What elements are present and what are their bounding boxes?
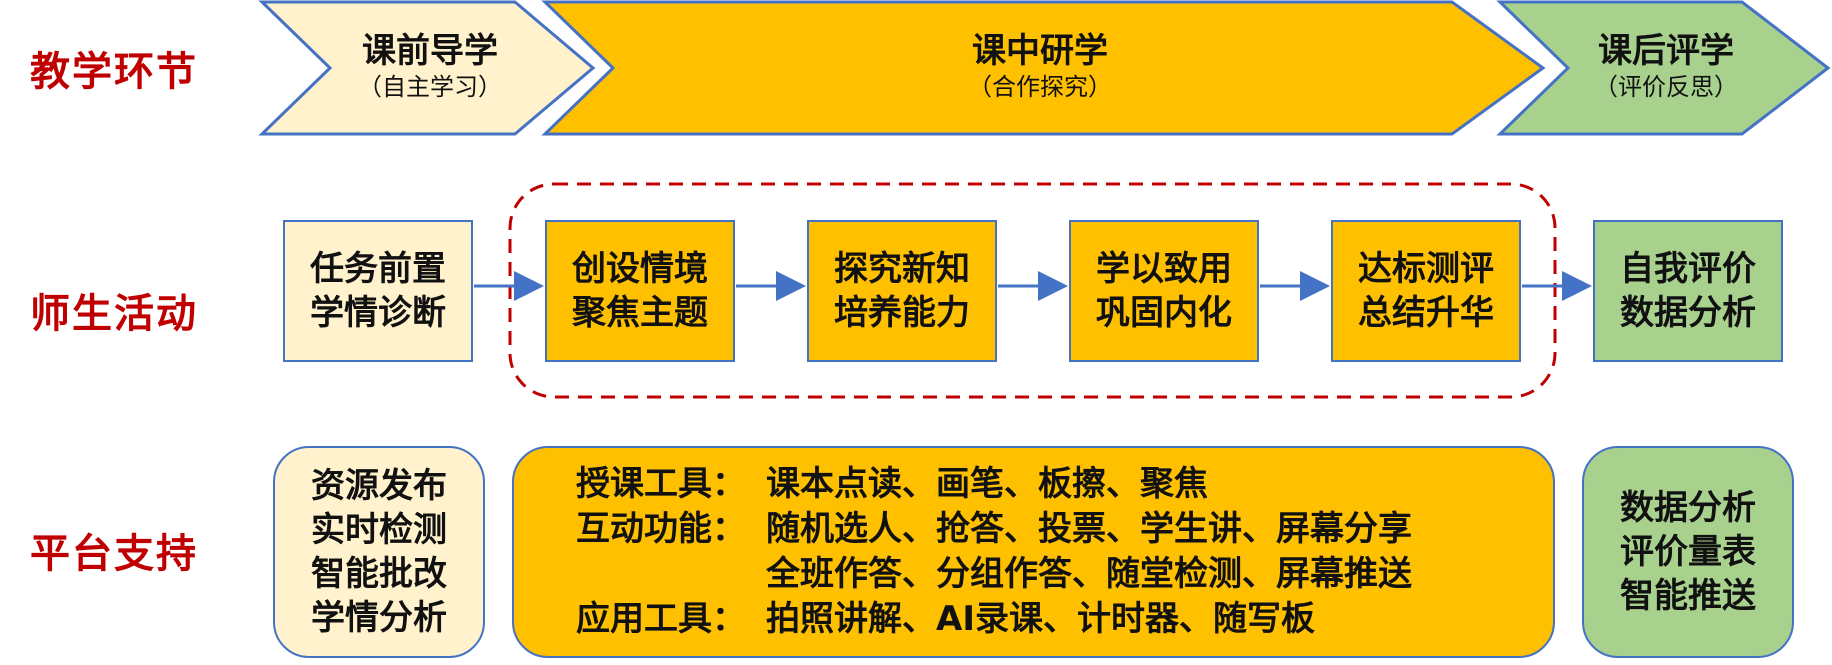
platform-box-post: 数据分析 评价量表 智能推送	[1582, 446, 1794, 658]
platform-box-in-class: 授课工具： 课本点读、画笔、板擦、聚焦 互动功能： 随机选人、抢答、投票、学生讲…	[512, 446, 1555, 658]
row-label-teaching-stages: 教学环节	[30, 49, 198, 95]
row-label-platform: 平台支持	[30, 531, 198, 577]
tool-items: 随机选人、抢答、投票、学生讲、屏幕分享	[766, 509, 1412, 549]
tool-items: 全班作答、分组作答、随堂检测、屏幕推送	[766, 554, 1412, 594]
row-label-activities: 师生活动	[30, 291, 198, 337]
phase-chevron-pre	[258, 0, 596, 136]
activity-box-post: 自我评价 数据分析	[1593, 220, 1783, 362]
phase-chevron-in	[541, 0, 1546, 136]
phase-pre: 课前导学 （自主学习）	[340, 30, 520, 102]
platform-pre-item: 实时检测	[311, 510, 447, 550]
platform-tool-list: 授课工具： 课本点读、画笔、板擦、聚焦 互动功能： 随机选人、抢答、投票、学生讲…	[576, 462, 1412, 642]
tool-category	[576, 552, 766, 597]
phase-post-title: 课后评学	[1598, 31, 1734, 71]
tool-items: 拍照讲解、AI录课、计时器、随写板	[766, 599, 1315, 639]
activity-box-in-1: 创设情境 聚焦主题	[545, 220, 735, 362]
activity-box-pre: 任务前置 学情诊断	[283, 220, 473, 362]
tool-category: 应用工具：	[576, 599, 746, 639]
platform-box-pre: 资源发布 实时检测 智能批改 学情分析	[273, 446, 485, 658]
tool-category: 授课工具：	[576, 464, 746, 504]
platform-pre-item: 智能批改	[311, 554, 447, 594]
platform-pre-item: 资源发布	[311, 466, 447, 506]
phase-in-title: 课中研学	[972, 31, 1108, 71]
platform-post-item: 评价量表	[1620, 532, 1756, 572]
phase-in: 课中研学 （合作探究）	[940, 30, 1140, 102]
phase-post-subtitle: （评价反思）	[1594, 73, 1738, 101]
tool-items: 课本点读、画笔、板擦、聚焦	[766, 464, 1208, 504]
phase-post: 课后评学 （评价反思）	[1566, 30, 1766, 102]
phase-in-subtitle: （合作探究）	[968, 73, 1112, 101]
platform-post-item: 数据分析	[1620, 488, 1756, 528]
platform-post-item: 智能推送	[1620, 576, 1756, 616]
platform-pre-item: 学情分析	[311, 598, 447, 638]
activity-box-in-2: 探究新知 培养能力	[807, 220, 997, 362]
phase-pre-subtitle: （自主学习）	[358, 73, 502, 101]
activity-box-in-4: 达标测评 总结升华	[1331, 220, 1521, 362]
phase-pre-title: 课前导学	[362, 31, 498, 71]
tool-category: 互动功能：	[576, 509, 746, 549]
phase-chevron-post	[1496, 0, 1831, 136]
activity-box-in-3: 学以致用 巩固内化	[1069, 220, 1259, 362]
